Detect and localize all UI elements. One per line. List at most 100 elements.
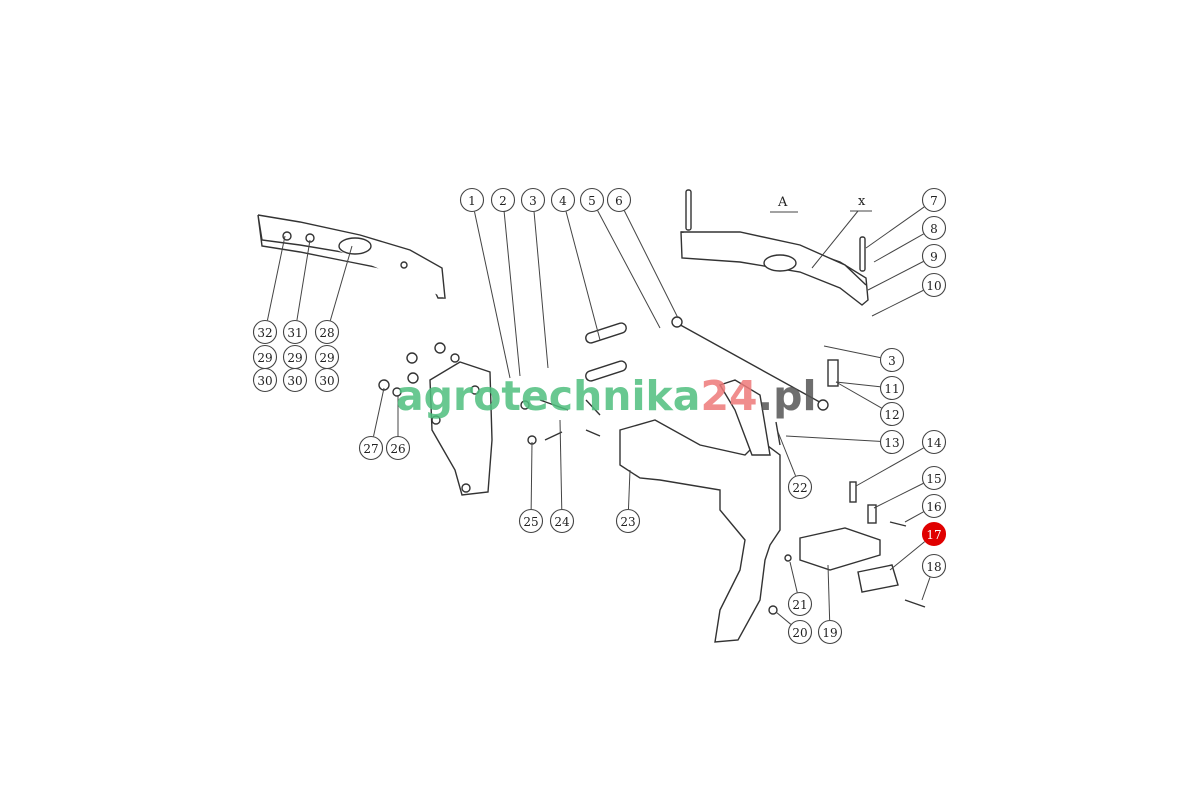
callout-circle (879, 401, 905, 427)
callout-14: 14 (921, 429, 947, 455)
leader-line (889, 541, 926, 571)
callout-8: 8 (921, 215, 947, 241)
callout-27: 27 (358, 435, 384, 461)
callout-4: 4 (550, 187, 576, 213)
callout-number: 30 (319, 374, 334, 388)
leader-line (777, 431, 797, 477)
callout-circle (579, 187, 605, 213)
leader-line (597, 210, 661, 329)
leader-line (775, 611, 792, 625)
callout-number: 29 (257, 351, 272, 365)
callout-circle (921, 429, 947, 455)
leader-line (627, 469, 631, 510)
leader-line (904, 511, 924, 523)
callout-number: 21 (792, 598, 807, 612)
callout-number: 29 (319, 351, 334, 365)
callout-number: 24 (554, 515, 570, 529)
leader-line (623, 210, 679, 319)
callout-number: 17 (926, 528, 941, 542)
callout-28: 28 (314, 319, 340, 345)
callout-circle (282, 319, 308, 345)
callout-number: 23 (620, 515, 635, 529)
callout-circle (518, 508, 544, 534)
callout-16: 16 (921, 493, 947, 519)
right-beam-part (680, 189, 869, 306)
callout-31: 31 (282, 319, 308, 345)
callout-circle (921, 553, 947, 579)
callout-number: 7 (930, 194, 938, 208)
callout-29: 29 (314, 344, 340, 370)
callout-number: 11 (884, 382, 899, 396)
callout-number: 14 (926, 436, 942, 450)
callout-circle (606, 187, 632, 213)
callout-7: 7 (921, 187, 947, 213)
callout-9: 9 (921, 243, 947, 269)
callout-25: 25 (518, 508, 544, 534)
callout-circle (490, 187, 516, 213)
callout-circle (921, 493, 947, 519)
callout-number: 9 (930, 250, 938, 264)
callout-30: 30 (252, 367, 278, 393)
leader-line (533, 211, 549, 369)
callout-30: 30 (314, 367, 340, 393)
callout-number: 19 (822, 626, 837, 640)
callout-circle (787, 474, 813, 500)
callout-circle (921, 187, 947, 213)
callout-2: 2 (490, 187, 516, 213)
callout-29: 29 (252, 344, 278, 370)
leader-line (867, 261, 924, 291)
leader-line (835, 381, 882, 409)
callout-circle (817, 619, 843, 645)
leader-line (827, 564, 831, 621)
callout-number: 8 (930, 222, 938, 236)
leader-line (329, 245, 353, 321)
leader-line (559, 419, 563, 510)
leader-line (865, 206, 925, 249)
callout-number: 31 (287, 326, 302, 340)
callout-number: 2 (499, 194, 507, 208)
callout-29: 29 (282, 344, 308, 370)
callout-19: 19 (817, 619, 843, 645)
leader-line (474, 211, 511, 379)
callout-number: 3 (529, 194, 537, 208)
callout-circle (921, 465, 947, 491)
view-label-a: A (777, 195, 788, 210)
leader-line (921, 577, 931, 601)
callout-6: 6 (606, 187, 632, 213)
callout-circle (921, 215, 947, 241)
callout-13: 13 (879, 429, 905, 455)
leader-line (266, 235, 286, 321)
callout-26: 26 (385, 435, 411, 461)
callout-30: 30 (282, 367, 308, 393)
callout-circle (252, 319, 278, 345)
watermark-logo: agrotechnika24.pl (396, 372, 817, 420)
callout-18: 18 (921, 553, 947, 579)
callout-number: 28 (319, 326, 334, 340)
callout-circle (921, 243, 947, 269)
callout-circle (879, 375, 905, 401)
callout-circle (615, 508, 641, 534)
callout-circle (282, 367, 308, 393)
leader-line (835, 381, 881, 388)
callout-number: 6 (615, 194, 623, 208)
callout-circle (314, 319, 340, 345)
callout-number: 26 (390, 442, 405, 456)
callout-circle (550, 187, 576, 213)
callout-circle (549, 508, 575, 534)
watermark-text: agrotechnika (396, 372, 701, 420)
callout-11: 11 (879, 375, 905, 401)
callout-circle (252, 367, 278, 393)
callout-3: 3 (520, 187, 546, 213)
callout-number: 4 (559, 194, 567, 208)
callout-32: 32 (252, 319, 278, 345)
leader-line (503, 211, 521, 377)
callout-21: 21 (787, 591, 813, 617)
callout-circle (921, 272, 947, 298)
callout-23: 23 (615, 508, 641, 534)
callout-15: 15 (921, 465, 947, 491)
callout-circle (358, 435, 384, 461)
callout-3: 3 (879, 347, 905, 373)
watermark-domain: .pl (757, 372, 817, 420)
callout-17: 17 (921, 521, 947, 547)
main-frame-part (619, 359, 926, 643)
